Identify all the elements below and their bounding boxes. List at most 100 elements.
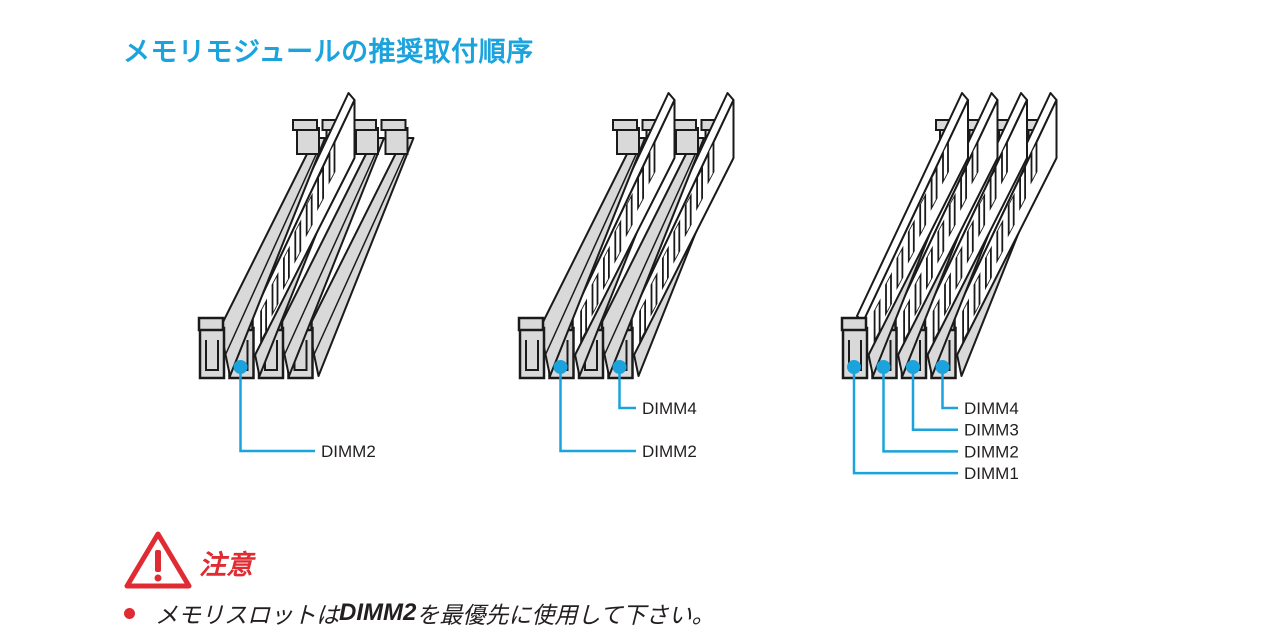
slot-indicator-dot [233, 360, 248, 374]
diagram-one-module: DIMM2 [197, 92, 415, 461]
memory-chip [926, 245, 933, 291]
dimm-slot-1 [840, 92, 969, 380]
latch-notch [205, 340, 219, 371]
slot-indicator-dot [935, 360, 950, 374]
memory-chip [996, 219, 1004, 264]
memory-chip [944, 272, 951, 317]
memory-chip [937, 219, 945, 264]
slot-indicator-dot [553, 360, 568, 374]
slot-groove [311, 147, 409, 359]
front-latch-cap [197, 316, 225, 332]
dimm-label: DIMM3 [964, 421, 1019, 440]
memory-chip [948, 192, 956, 238]
callout-line [911, 367, 958, 431]
caution-note: メモリスロットは DIMM2 を最優先に使用して下さい。 [124, 596, 715, 630]
memory-chip [919, 192, 927, 238]
slot-rail [598, 137, 705, 377]
back-latch [616, 127, 640, 155]
memory-chip [603, 245, 610, 291]
memory-chip [684, 192, 692, 238]
memory-chip [625, 192, 633, 238]
back-latch-cap [612, 119, 638, 131]
slot-rail [539, 137, 646, 377]
memory-chip [930, 166, 938, 211]
memory-chip [966, 219, 974, 264]
memory-chip [962, 298, 969, 343]
memory-chip [914, 272, 922, 317]
slot-indicator-dot [612, 360, 627, 374]
memory-chip [614, 219, 622, 264]
callout-dimm4: DIMM4 [612, 360, 697, 418]
memory-chip [985, 245, 992, 291]
memory-chip [260, 298, 268, 343]
memory-chip [907, 219, 915, 264]
back-latch-cap [380, 119, 407, 131]
note-suffix: を最優先に使用して下さい。 [416, 603, 715, 629]
dimm-label: DIMM1 [964, 464, 1019, 483]
memory-chip [650, 272, 658, 317]
slot-rail [278, 137, 385, 377]
back-latch [355, 127, 379, 155]
memory-chip [978, 192, 986, 238]
back-latch [384, 127, 409, 155]
callout-dimm4: DIMM4 [935, 360, 1019, 418]
callout-dimm2: DIMM2 [553, 360, 697, 461]
back-latch-cap [351, 119, 377, 131]
note-emphasis: DIMM2 [339, 599, 417, 626]
back-latch [675, 127, 699, 155]
memory-chip [282, 245, 290, 291]
front-latch-cap [840, 316, 868, 332]
slot-indicator-dot [876, 360, 891, 374]
memory-chip [1030, 140, 1038, 185]
callout-line [941, 367, 958, 410]
slot-rail [307, 137, 415, 377]
memory-chip [960, 166, 967, 211]
memory-chip [932, 298, 940, 343]
callout-dimm3: DIMM3 [906, 360, 1019, 440]
memory-chip [305, 192, 313, 238]
memory-chip [328, 140, 336, 185]
memory-chip [591, 272, 599, 317]
memory-chip [1001, 140, 1008, 185]
memory-module [856, 92, 969, 359]
bullet-icon [124, 607, 135, 619]
section-title: メモリモジュールの推奨取付順序 [123, 37, 534, 68]
memory-chip [896, 245, 904, 291]
dimm-label: DIMM4 [964, 399, 1019, 418]
slot-rail [219, 137, 326, 377]
memory-chip [696, 166, 703, 211]
memory-chip [662, 245, 669, 291]
memory-chip [271, 272, 279, 317]
dimm-slot-1 [517, 119, 646, 380]
back-latch-cap [671, 119, 697, 131]
slot-indicator-dot [906, 360, 920, 374]
dimm-label: DIMM2 [642, 442, 697, 461]
memory-chip [971, 140, 979, 185]
callout-line [239, 367, 315, 453]
dimm-label: DIMM4 [642, 399, 697, 418]
front-latch-cap [517, 316, 545, 332]
back-latch-cap [292, 119, 318, 131]
callout-line [852, 367, 958, 475]
memory-chip [639, 298, 646, 343]
latch-notch [525, 340, 539, 371]
slot-groove [543, 147, 640, 359]
callout-dimm2: DIMM2 [233, 360, 376, 461]
caution-title: 注意 [199, 550, 253, 581]
memory-chip [317, 166, 325, 211]
slot-groove [602, 147, 699, 359]
callout-dimm2: DIMM2 [876, 360, 1019, 461]
memory-chip [903, 298, 910, 343]
memory-chip [673, 219, 681, 264]
dimm-label: DIMM2 [321, 442, 376, 461]
dimm-slot-1 [197, 119, 326, 380]
slot-groove [223, 147, 320, 359]
memory-chip [707, 140, 715, 185]
memory-chip [294, 219, 302, 264]
note-prefix: メモリスロットは [155, 603, 339, 629]
callout-line [882, 367, 958, 453]
memory-chip [989, 166, 997, 211]
dimm-label: DIMM2 [964, 442, 1019, 461]
back-latch [296, 127, 320, 155]
